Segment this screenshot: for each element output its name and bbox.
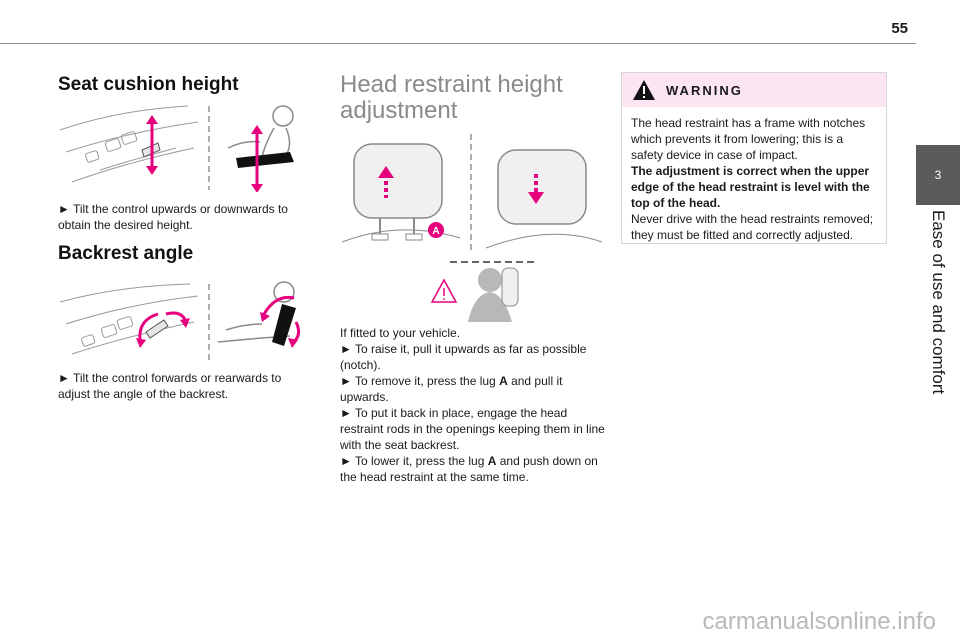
watermark: carmanualsonline.info [702,608,936,635]
warning-title: WARNING [666,82,743,98]
chapter-title: Ease of use and comfort [929,210,948,395]
head-restraint-illustration: A [341,134,603,322]
remove-instruction: ► To remove it, press the lug A and pull… [340,374,563,404]
seat-cushion-heading: Seat cushion height [58,74,239,95]
backrest-instruction: ► Tilt the control forwards or rearwards… [58,371,282,401]
warning-box: WARNING The head restraint has a frame w… [621,72,887,244]
warning-icon [633,80,655,100]
header-divider [0,43,916,44]
head-restraint-heading-line2: adjustment [340,97,458,124]
lower-instruction: ► To lower it, press the lug A and push … [340,454,598,484]
fitted-note: If fitted to your vehicle. [340,326,461,340]
head-restraint-heading-line1: Head restraint height [340,71,563,98]
seat-cushion-illustration [59,105,294,192]
raise-instruction: ► To raise it, pull it upwards as far as… [340,342,587,372]
backrest-illustration [59,281,301,360]
warning-body: The head restraint has a frame with notc… [622,107,886,243]
head-restraint-heading: Head restraint height adjustment [340,72,610,124]
lug-label: A [432,226,439,237]
backrest-heading: Backrest angle [58,243,194,264]
warning-text-removed: Never drive with the head restraints rem… [631,212,874,242]
warning-text-adjustment: The adjustment is correct when the upper… [631,164,870,210]
page-number: 55 [891,20,908,37]
warning-header: WARNING [622,73,886,107]
warning-text-frame: The head restraint has a frame with notc… [631,116,866,162]
chapter-number: 3 [934,168,942,182]
refit-instruction: ► To put it back in place, engage the he… [340,406,605,452]
seat-cushion-instruction: ► Tilt the control upwards or downwards … [58,202,288,232]
chapter-tab[interactable]: 3 [916,145,960,205]
head-restraint-instructions: If fitted to your vehicle. ► To raise it… [340,325,610,485]
